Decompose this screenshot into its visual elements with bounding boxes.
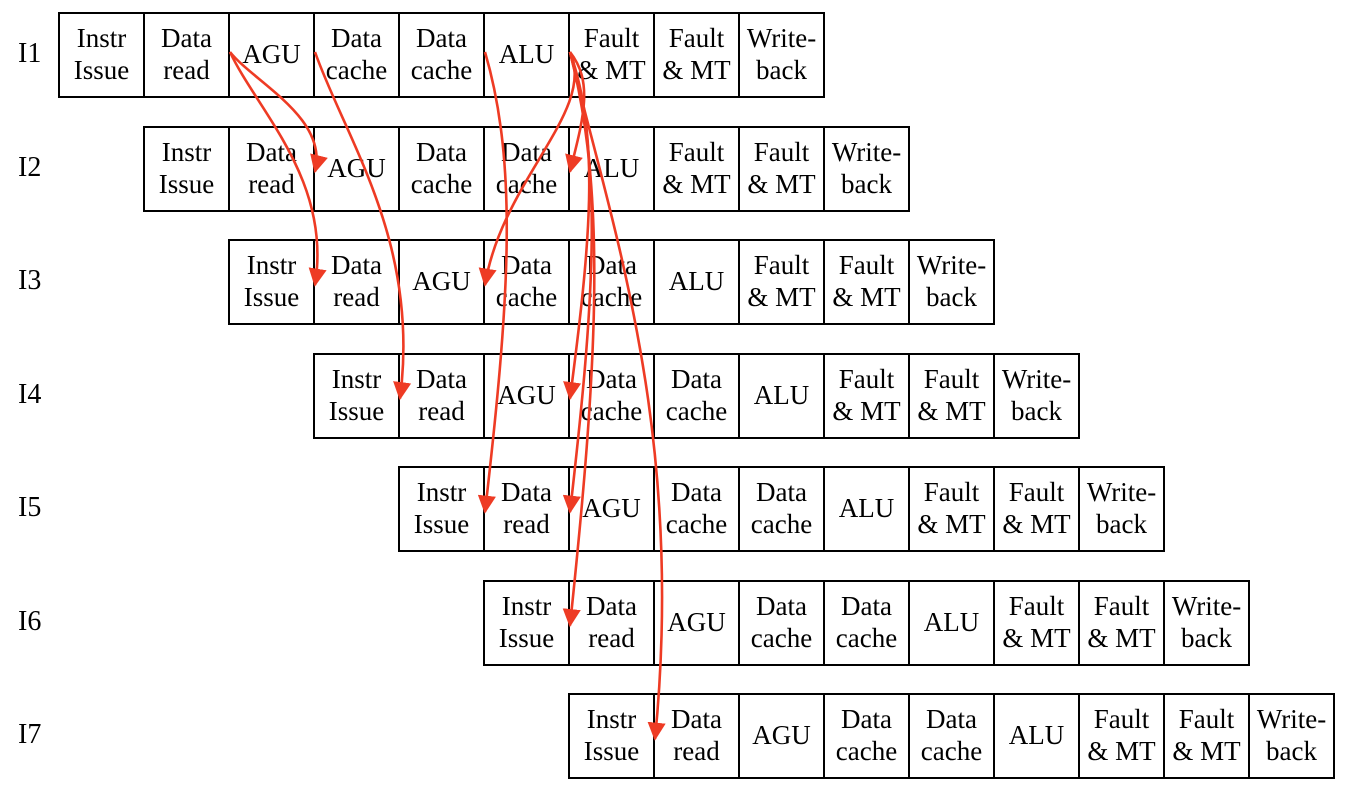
stage-cell: Write- back	[738, 12, 825, 98]
stage-cell: Write- back	[993, 352, 1080, 439]
stage-cell: Data read	[398, 352, 485, 439]
stage-cell: Data cache	[738, 466, 825, 552]
stage-cell: Data read	[483, 466, 570, 552]
stage-cell: Fault & MT	[653, 125, 740, 212]
stage-cell: Data read	[568, 579, 655, 666]
stage-cell: Data cache	[823, 579, 910, 666]
stage-cell: Fault & MT	[823, 239, 910, 325]
stage-cell: Write- back	[1248, 693, 1335, 779]
stage-cell: Instr Issue	[58, 12, 145, 98]
stage-cell: Fault & MT	[908, 352, 995, 439]
stage-cell: Fault & MT	[568, 12, 655, 98]
stage-cell: AGU	[483, 352, 570, 439]
row-label-i5: I5	[18, 492, 42, 523]
stage-cell: ALU	[738, 352, 825, 439]
stage-cell: Data read	[653, 693, 740, 779]
stage-cell: Data cache	[483, 125, 570, 212]
stage-cell: AGU	[313, 125, 400, 212]
stage-cell: Instr Issue	[398, 466, 485, 552]
stage-cell: Instr Issue	[143, 125, 230, 212]
stage-cell: Data read	[313, 239, 400, 325]
stage-cell: Instr Issue	[313, 352, 400, 439]
stage-cell: AGU	[738, 693, 825, 779]
row-label-i4: I4	[18, 378, 42, 410]
stage-cell: Instr Issue	[228, 239, 315, 325]
stage-cell: Data cache	[568, 352, 655, 439]
row-label-i1: I1	[18, 38, 42, 69]
stage-cell: Fault & MT	[993, 466, 1080, 552]
stage-cell: Write- back	[1078, 466, 1165, 552]
stage-cell: Data cache	[398, 125, 485, 212]
stage-cell: Data cache	[653, 466, 740, 552]
stage-cell: Write- back	[823, 125, 910, 212]
row-label-i6: I6	[18, 605, 42, 637]
stage-cell: Fault & MT	[993, 579, 1080, 666]
stage-cell: Data cache	[398, 12, 485, 98]
stage-cell: ALU	[653, 239, 740, 325]
stage-cell: Fault & MT	[1078, 693, 1165, 779]
stage-cell: Data cache	[738, 579, 825, 666]
stage-cell: Fault & MT	[738, 125, 825, 212]
stage-cell: Fault & MT	[823, 352, 910, 439]
row-label-i2: I2	[18, 151, 42, 183]
stage-cell: Data cache	[483, 239, 570, 325]
stage-cell: Data read	[228, 125, 315, 212]
stage-cell: AGU	[228, 12, 315, 98]
stage-cell: Fault & MT	[1163, 693, 1250, 779]
stage-cell: Write- back	[908, 239, 995, 325]
stage-cell: Data cache	[653, 352, 740, 439]
stage-cell: Fault & MT	[908, 466, 995, 552]
stage-cell: ALU	[993, 693, 1080, 779]
row-label-i7: I7	[18, 719, 42, 750]
stage-cell: Fault & MT	[738, 239, 825, 325]
stage-cell: AGU	[398, 239, 485, 325]
stage-cell: ALU	[568, 125, 655, 212]
row-label-i3: I3	[18, 265, 42, 296]
stage-cell: Data cache	[823, 693, 910, 779]
stage-cell: Data cache	[313, 12, 400, 98]
stage-cell: Data read	[143, 12, 230, 98]
stage-cell: Write- back	[1163, 579, 1250, 666]
stage-cell: Data cache	[568, 239, 655, 325]
stage-cell: AGU	[568, 466, 655, 552]
stage-cell: Fault & MT	[1078, 579, 1165, 666]
forwarding-arrow-3	[313, 51, 412, 401]
stage-cell: Instr Issue	[568, 693, 655, 779]
stage-cell: Fault & MT	[653, 12, 740, 98]
forwarding-arrow-9	[563, 51, 591, 401]
stage-cell: Data cache	[908, 693, 995, 779]
stage-cell: Instr Issue	[483, 579, 570, 666]
stage-cell: AGU	[653, 579, 740, 666]
stage-cell: ALU	[823, 466, 910, 552]
stage-cell: ALU	[483, 12, 570, 98]
stage-cell: ALU	[908, 579, 995, 666]
